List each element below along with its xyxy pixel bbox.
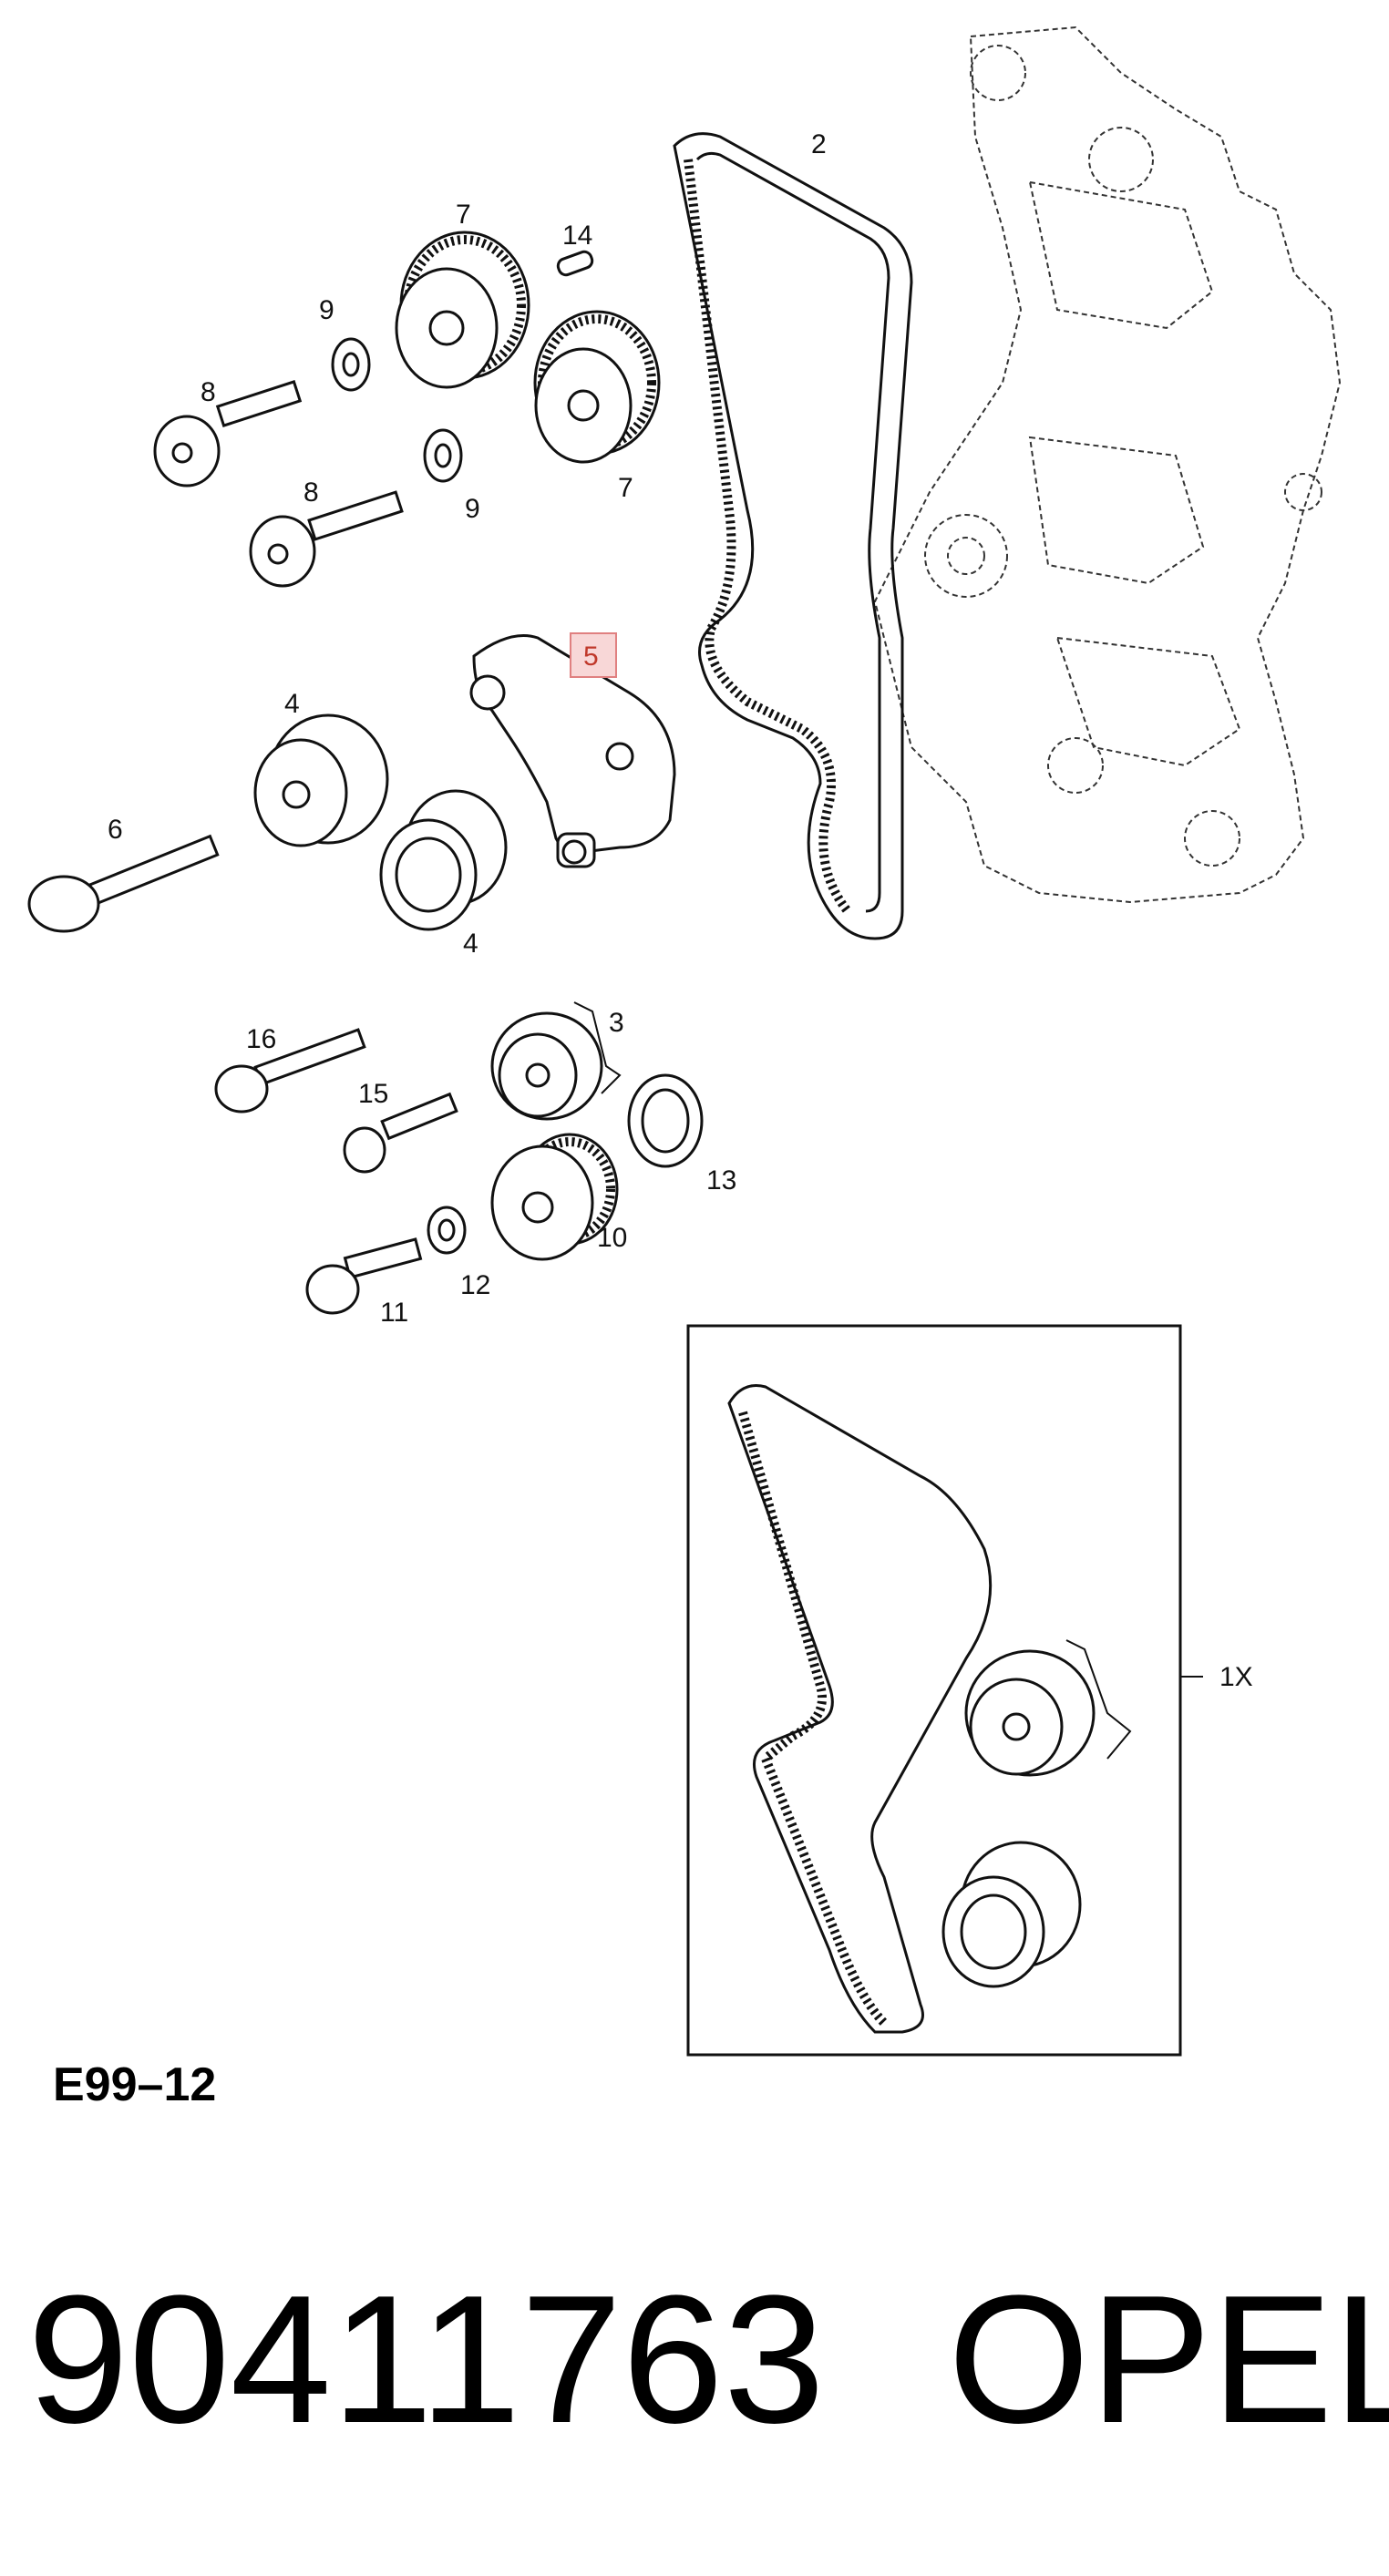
callout-bolt-tensioner: 16	[246, 1024, 276, 1054]
bolt-torx	[343, 1092, 458, 1174]
part-number: 90411763	[27, 2258, 825, 2461]
callout-idler-lower: 4	[463, 929, 478, 959]
callout-bracket: 5	[583, 641, 599, 672]
callout-bolt-upper: 8	[201, 377, 216, 407]
oil-seal	[627, 1073, 704, 1168]
callout-long-bolt: 6	[108, 815, 123, 845]
callout-seal: 13	[706, 1165, 736, 1196]
diagram-code: E99–12	[53, 2058, 217, 2111]
callout-bolt-torx: 15	[358, 1079, 388, 1109]
callout-washer-upper: 9	[319, 295, 334, 325]
tensioner	[490, 1001, 622, 1121]
callout-tensioner: 3	[609, 1008, 624, 1038]
crank-gear	[490, 1133, 619, 1261]
timing-belt	[673, 132, 913, 940]
engine-block-outline	[873, 26, 1342, 904]
idler-bracket	[469, 634, 676, 868]
callout-spacer: 12	[460, 1270, 490, 1300]
long-bolt	[27, 834, 220, 933]
callout-belt: 2	[811, 129, 827, 159]
bolt-upper	[153, 380, 303, 487]
callout-bolt-lower: 8	[304, 477, 319, 508]
bolt-tensioner	[214, 1028, 366, 1114]
washer-lower	[423, 428, 463, 483]
callout-kit: 1X	[1219, 1662, 1253, 1692]
cam-gear-left	[395, 231, 530, 389]
kit-box	[686, 1324, 1203, 2057]
cam-gear-right	[533, 310, 661, 464]
dowel-pin	[556, 250, 594, 277]
brand-name: OPEL	[948, 2258, 1389, 2461]
highlight-box	[570, 632, 617, 678]
idler-lower	[379, 789, 508, 931]
bolt-lower	[249, 490, 404, 588]
spacer-ring	[427, 1206, 467, 1255]
bolt-crank	[305, 1237, 423, 1315]
callout-cam-gear-right: 7	[618, 473, 633, 503]
callout-bolt-crank: 11	[380, 1298, 408, 1328]
callout-idler-upper: 4	[284, 689, 300, 719]
washer-upper	[331, 337, 371, 392]
callout-washer-lower: 9	[465, 494, 480, 524]
callout-crank-gear: 10	[597, 1223, 627, 1253]
callout-cam-gear-left: 7	[456, 200, 471, 230]
callout-pin: 14	[562, 221, 592, 251]
idler-upper	[253, 713, 389, 847]
